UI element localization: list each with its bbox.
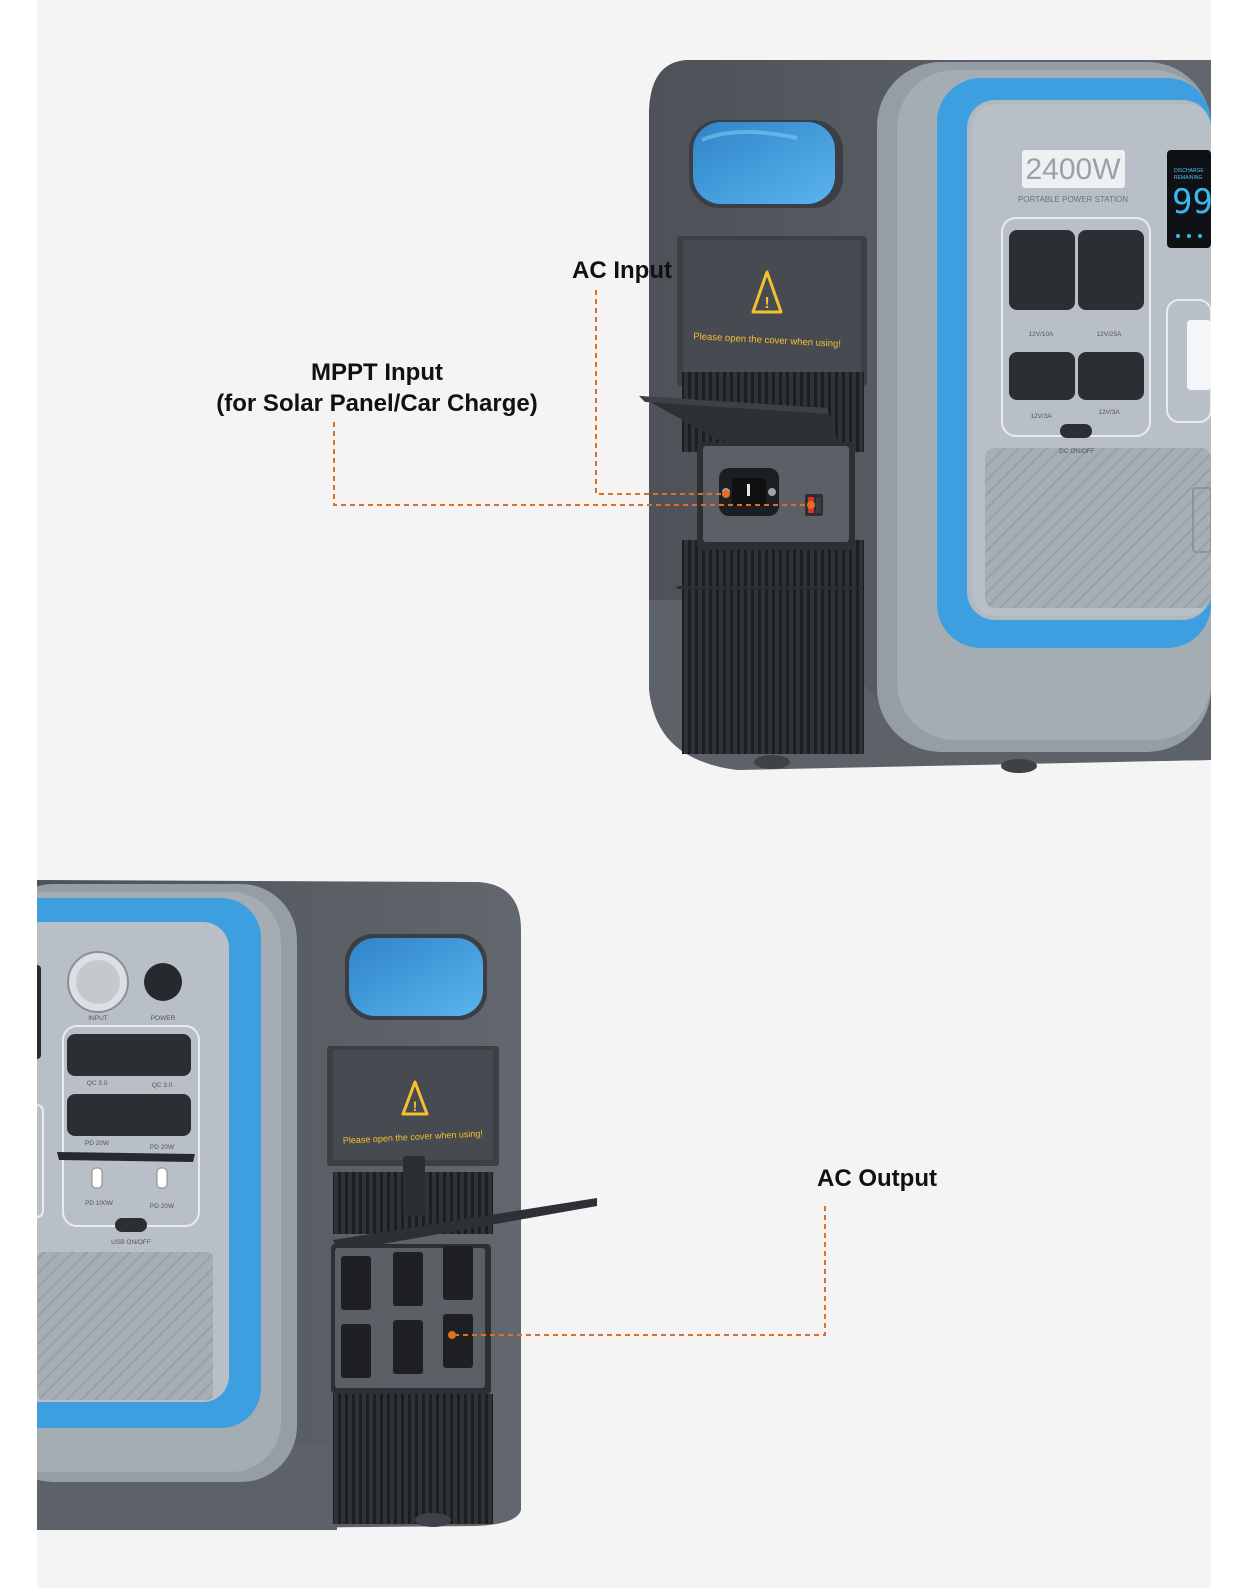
qc-ports bbox=[67, 1034, 191, 1076]
pd-bottom-left-label: PD 100W bbox=[85, 1200, 114, 1207]
mppt-input-callout: MPPT Input (for Solar Panel/Car Charge) bbox=[197, 357, 557, 419]
qc-left-label: QC 3.0 bbox=[87, 1080, 108, 1087]
power-stations-illustration: 2400W PORTABLE POWER STATION DISCHARGE R… bbox=[37, 60, 1211, 1530]
port-label-12v25a: 12V/25A bbox=[1097, 331, 1123, 338]
dc-port-12v10a bbox=[1009, 230, 1075, 310]
ac-outlet bbox=[393, 1320, 423, 1374]
top-carry-handle bbox=[693, 122, 835, 204]
pd-bottom-right-label: PD 20W bbox=[150, 1203, 175, 1210]
wattage-label: 2400W bbox=[1025, 153, 1121, 186]
product-image: 2400W PORTABLE POWER STATION DISCHARGE R… bbox=[37, 0, 1211, 1588]
display-line2: REMAINING bbox=[1174, 175, 1202, 181]
open-flap bbox=[333, 1198, 597, 1252]
lcd-display bbox=[1167, 150, 1211, 248]
mppt-input-callout-line2: (for Solar Panel/Car Charge) bbox=[216, 390, 538, 417]
usb-switch-button bbox=[115, 1218, 147, 1232]
port-label-12v3a-left: 12V/3A bbox=[1030, 413, 1052, 420]
ac-outlet bbox=[443, 1314, 473, 1368]
usb-c-port-right bbox=[156, 1167, 168, 1189]
ac-output-callout: AC Output bbox=[817, 1165, 937, 1192]
ac-output-leader-line bbox=[448, 1206, 826, 1339]
dc-switch-label: DC ON/OFF bbox=[1059, 448, 1095, 455]
usb-c-port-left bbox=[91, 1167, 103, 1189]
bottom-carry-handle bbox=[349, 938, 483, 1016]
port-label-12v10a: 12V/10A bbox=[1029, 331, 1055, 338]
mppt-input-leader-line bbox=[333, 422, 815, 509]
warning-icon bbox=[401, 1080, 429, 1116]
pd-ports bbox=[67, 1094, 191, 1136]
power-button bbox=[144, 963, 182, 1001]
qc-right-label: QC 3.0 bbox=[152, 1082, 173, 1089]
ac-outlet bbox=[341, 1256, 371, 1310]
warning-icon bbox=[751, 270, 783, 314]
usb-switch-label: USB ON/OFF bbox=[111, 1239, 151, 1246]
wattage-badge bbox=[1022, 150, 1125, 188]
svg-text:!: ! bbox=[764, 295, 769, 312]
mppt-input-callout-line1: MPPT Input bbox=[311, 359, 443, 386]
svg-text:!: ! bbox=[413, 1098, 418, 1114]
subtitle-label: PORTABLE POWER STATION bbox=[1018, 195, 1128, 204]
power-button-label: POWER bbox=[151, 1015, 176, 1022]
port-label-12v3a-right: 12V/3A bbox=[1098, 409, 1120, 416]
pd-top-left-label: PD 20W bbox=[85, 1140, 110, 1147]
input-knob-label: INPUT bbox=[88, 1015, 108, 1022]
display-line1: DISCHARGE bbox=[1174, 168, 1204, 174]
dc-port-12v3a-left bbox=[1009, 352, 1075, 400]
ac-outlet bbox=[443, 1246, 473, 1300]
display-digits: 99 bbox=[1172, 182, 1211, 222]
ac-outlet bbox=[393, 1252, 423, 1306]
dc-switch-button bbox=[1060, 424, 1092, 438]
bottom-cover-panel bbox=[333, 1050, 493, 1160]
dc-port-12v25a bbox=[1078, 230, 1144, 310]
ac-outlets bbox=[341, 1246, 473, 1378]
pd-top-right-label: PD 20W bbox=[150, 1144, 175, 1151]
top-power-station: 2400W PORTABLE POWER STATION DISCHARGE R… bbox=[639, 60, 1211, 773]
ac-outlet bbox=[341, 1324, 371, 1378]
dc-port-12v3a-right bbox=[1078, 352, 1144, 400]
ac-input-leader-line bbox=[595, 290, 730, 498]
ac-input-callout: AC Input bbox=[572, 257, 672, 284]
bottom-power-station: INPUT POWER QC 3.0 QC 3.0 PD 20W PD 20W … bbox=[37, 880, 597, 1530]
